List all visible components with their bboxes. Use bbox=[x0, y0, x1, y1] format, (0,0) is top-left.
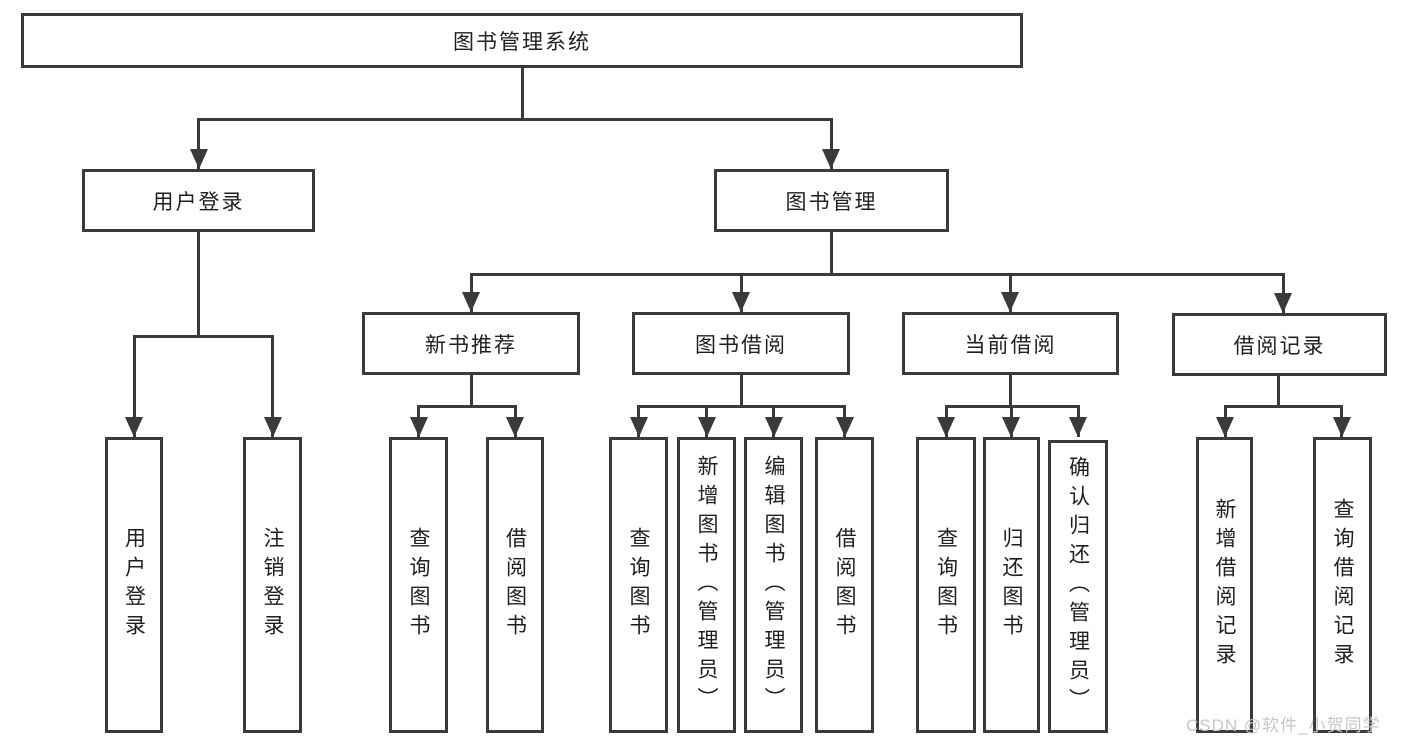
arrowhead-down-icon bbox=[462, 292, 480, 312]
arrowhead-down-icon bbox=[1216, 417, 1234, 437]
node-label: 借阅图书 bbox=[833, 527, 856, 643]
node-label: 用户登录 bbox=[122, 527, 146, 643]
leaf-borrow-books-recommend: 借阅图书 bbox=[486, 437, 544, 733]
connector-line bbox=[417, 405, 517, 408]
node-new-book-recommend: 新书推荐 bbox=[362, 312, 580, 375]
node-label: 用户登录 bbox=[152, 190, 245, 214]
connector-line bbox=[133, 335, 274, 338]
node-label: 查询图书 bbox=[407, 527, 430, 643]
leaf-edit-books-admin: 编辑图书（管理员） bbox=[744, 437, 803, 733]
connector-line bbox=[1009, 375, 1012, 405]
node-borrowing-records: 借阅记录 bbox=[1172, 313, 1387, 376]
node-label: 注销登录 bbox=[261, 527, 284, 643]
node-label: 确认归还（管理员） bbox=[1066, 456, 1090, 717]
node-label: 借阅图书 bbox=[503, 527, 527, 643]
node-label: 当前借阅 bbox=[964, 333, 1057, 357]
node-current-borrowing: 当前借阅 bbox=[902, 312, 1119, 375]
arrowhead-down-icon bbox=[698, 417, 716, 437]
arrowhead-down-icon bbox=[836, 417, 854, 437]
node-label: 查询图书 bbox=[627, 527, 650, 643]
connector-line bbox=[830, 232, 833, 273]
leaf-query-books-borrow: 查询图书 bbox=[609, 437, 668, 733]
node-label: 新书推荐 bbox=[425, 333, 517, 357]
node-user-login: 用户登录 bbox=[82, 169, 315, 232]
arrowhead-down-icon bbox=[732, 292, 750, 312]
node-label: 查询借阅记录 bbox=[1331, 498, 1354, 672]
connector-line bbox=[830, 118, 833, 169]
connector-line bbox=[470, 273, 1285, 276]
connector-line bbox=[470, 375, 473, 405]
node-label: 图书借阅 bbox=[695, 333, 787, 357]
node-label: 新增借阅记录 bbox=[1213, 498, 1236, 672]
node-label: 图书管理系统 bbox=[453, 30, 591, 54]
arrowhead-down-icon bbox=[630, 417, 648, 437]
arrowhead-down-icon bbox=[1001, 292, 1019, 312]
arrowhead-down-icon bbox=[1333, 417, 1351, 437]
arrowhead-down-icon bbox=[1002, 417, 1020, 437]
arrowhead-down-icon bbox=[1069, 417, 1087, 437]
csdn-watermark: CSDN @软件_小贺同学 bbox=[1186, 716, 1381, 735]
node-label: 归还图书 bbox=[1000, 527, 1023, 643]
connector-line bbox=[133, 335, 136, 437]
leaf-add-borrow-record: 新增借阅记录 bbox=[1196, 437, 1253, 733]
node-label: 查询图书 bbox=[934, 527, 958, 643]
node-label: 新增图书（管理员） bbox=[695, 454, 718, 716]
leaf-logout: 注销登录 bbox=[243, 437, 302, 733]
leaf-user-login: 用户登录 bbox=[105, 437, 163, 733]
leaf-confirm-return-admin: 确认归还（管理员） bbox=[1048, 440, 1108, 733]
arrowhead-down-icon bbox=[937, 417, 955, 437]
arrowhead-down-icon bbox=[765, 417, 783, 437]
leaf-query-books-current: 查询图书 bbox=[916, 437, 976, 733]
arrowhead-down-icon bbox=[506, 417, 524, 437]
node-label: 图书管理 bbox=[785, 190, 878, 214]
leaf-return-books: 归还图书 bbox=[983, 437, 1040, 733]
connector-line bbox=[637, 405, 846, 408]
arrowhead-down-icon bbox=[190, 149, 208, 169]
leaf-query-books-recommend: 查询图书 bbox=[389, 437, 448, 733]
arrowhead-down-icon bbox=[822, 149, 840, 169]
connector-line bbox=[740, 375, 743, 405]
connector-line bbox=[197, 118, 833, 121]
leaf-query-borrow-record: 查询借阅记录 bbox=[1313, 437, 1372, 733]
connector-line bbox=[271, 335, 274, 437]
node-label: 编辑图书（管理员） bbox=[762, 454, 785, 716]
leaf-borrow-books: 借阅图书 bbox=[815, 437, 874, 733]
node-book-borrowing: 图书借阅 bbox=[632, 312, 850, 375]
leaf-add-books-admin: 新增图书（管理员） bbox=[677, 437, 736, 733]
arrowhead-down-icon bbox=[125, 417, 143, 437]
connector-line bbox=[197, 118, 200, 169]
node-library-management-system: 图书管理系统 bbox=[21, 13, 1023, 68]
arrowhead-down-icon bbox=[410, 417, 428, 437]
connector-line bbox=[521, 68, 524, 118]
connector-line bbox=[197, 232, 200, 335]
arrowhead-down-icon bbox=[264, 417, 282, 437]
node-book-management: 图书管理 bbox=[714, 169, 949, 232]
arrowhead-down-icon bbox=[1274, 293, 1292, 313]
node-label: 借阅记录 bbox=[1233, 334, 1326, 358]
connector-line bbox=[1224, 405, 1343, 408]
connector-line bbox=[1277, 376, 1280, 405]
